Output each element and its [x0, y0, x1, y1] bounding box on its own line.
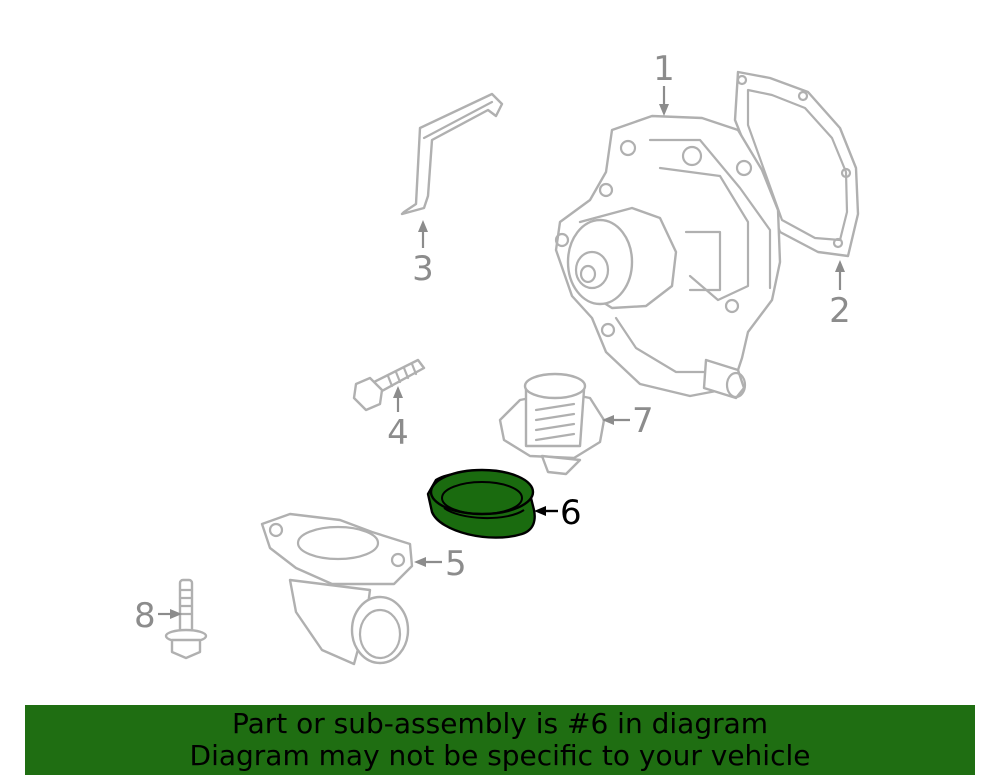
- callout-4: 4: [387, 386, 409, 453]
- callout-7: 7: [602, 401, 654, 441]
- part-4-bolt[interactable]: [352, 358, 426, 412]
- banner-line-part-number: Part or sub-assembly is #6 in diagram: [231, 707, 769, 740]
- callout-label-1: 1: [653, 49, 675, 89]
- part-7-thermostat[interactable]: [498, 372, 606, 476]
- callout-5: 5: [414, 544, 467, 584]
- callout-label-2: 2: [829, 291, 851, 331]
- callout-label-4: 4: [387, 413, 409, 453]
- part-info-banner: Part or sub-assembly is #6 in diagram Di…: [25, 705, 975, 775]
- callout-2: 2: [829, 260, 851, 331]
- callout-label-7: 7: [632, 401, 654, 441]
- callout-1: 1: [653, 49, 675, 116]
- callout-label-3: 3: [412, 249, 434, 289]
- callout-label-8: 8: [134, 596, 156, 636]
- callout-8: 8: [134, 596, 182, 636]
- callout-label-6: 6: [560, 493, 582, 533]
- callout-label-5: 5: [445, 544, 467, 584]
- callout-6-highlighted: 6: [534, 493, 582, 533]
- part-1-water-pump[interactable]: [554, 114, 782, 400]
- part-8-flange-bolt[interactable]: [164, 578, 208, 660]
- part-5-housing[interactable]: [260, 512, 414, 666]
- part-6-seal-ring[interactable]: [426, 468, 536, 539]
- part-3-pipe[interactable]: [400, 92, 504, 216]
- banner-line-disclaimer: Diagram may not be specific to your vehi…: [189, 739, 811, 772]
- callout-3: 3: [412, 220, 434, 289]
